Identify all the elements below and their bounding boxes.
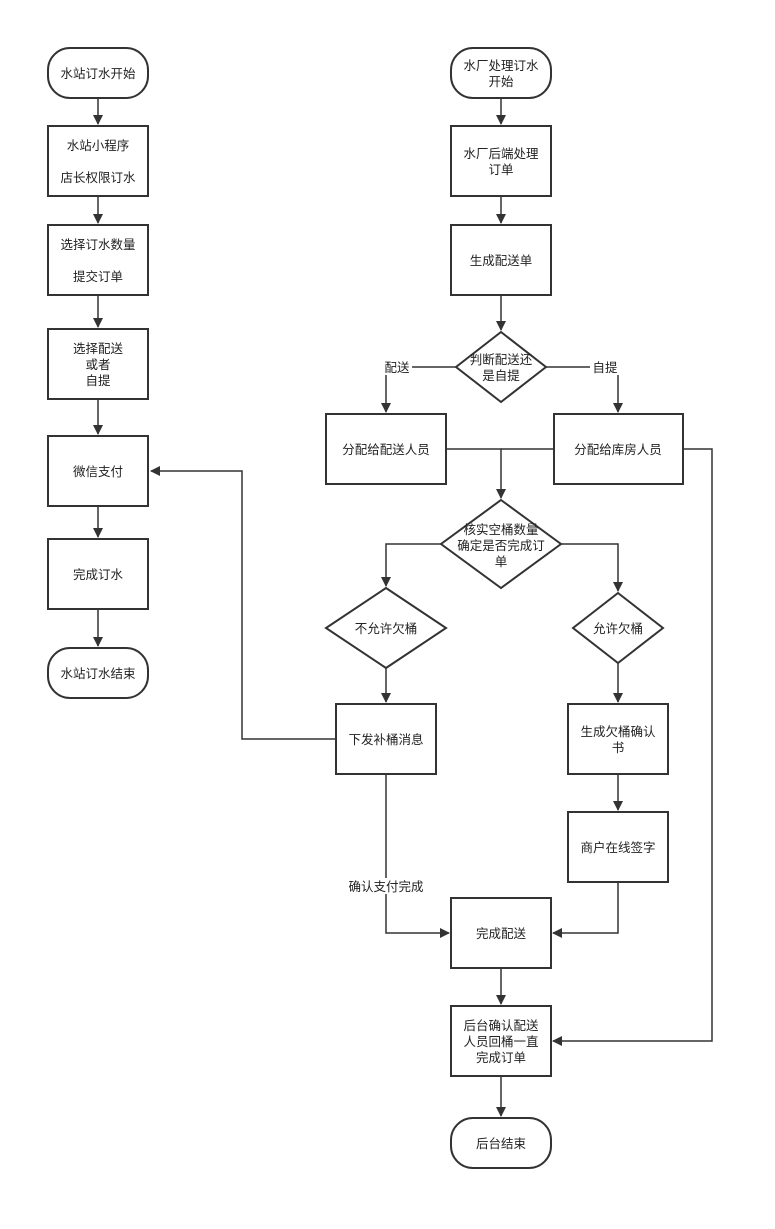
- node-f-owe-doc: 生成欠桶确认 书: [567, 703, 669, 775]
- edge-notify-to-pay: [150, 466, 336, 740]
- node-f-gen: 生成配送单: [450, 224, 552, 296]
- svg-text:提交订单: 提交订单: [73, 269, 123, 284]
- node-s-end: 水站订水结束: [47, 647, 149, 699]
- node-s-start: 水站订水开始: [47, 47, 149, 99]
- node-f-check: 核实空桶数量 确定是否完成订 单: [439, 498, 563, 590]
- svg-text:核实空桶数量: 核实空桶数量: [463, 522, 538, 537]
- node-f-no-owe: 不允许欠桶: [324, 586, 448, 670]
- svg-text:书: 书: [612, 740, 625, 755]
- svg-text:是自提: 是自提: [482, 368, 520, 383]
- svg-text:水站订水开始: 水站订水开始: [60, 66, 136, 81]
- node-s-app: 水站小程序 店长权限订水: [47, 125, 149, 197]
- svg-text:水厂后端处理: 水厂后端处理: [463, 146, 539, 161]
- node-f-end: 后台结束: [450, 1117, 552, 1169]
- svg-text:水站小程序: 水站小程序: [67, 138, 130, 153]
- node-f-assign-warehouse: 分配给库房人员: [553, 413, 684, 485]
- svg-text:选择配送: 选择配送: [73, 341, 124, 356]
- svg-text:自提: 自提: [85, 373, 111, 388]
- node-f-process: 水厂后端处理 订单: [450, 125, 552, 197]
- svg-text:完成订水: 完成订水: [73, 567, 124, 582]
- svg-text:或者: 或者: [85, 357, 110, 372]
- svg-text:后台确认配送: 后台确认配送: [463, 1018, 539, 1033]
- node-s-select: 选择订水数量 提交订单: [47, 224, 149, 296]
- svg-text:确定是否完成订: 确定是否完成订: [457, 538, 545, 553]
- svg-text:判断配送还: 判断配送还: [470, 352, 533, 367]
- svg-text:单: 单: [495, 554, 508, 569]
- svg-text:完成订单: 完成订单: [476, 1050, 526, 1065]
- edge-check-to-no-owe: [381, 543, 441, 587]
- svg-text:后台结束: 后台结束: [476, 1136, 527, 1151]
- edge-check-to-owe: [561, 543, 623, 592]
- svg-text:店长权限订水: 店长权限订水: [60, 170, 136, 185]
- node-f-sign: 商户在线签字: [567, 811, 669, 883]
- svg-text:开始: 开始: [488, 74, 514, 89]
- node-f-owe: 允许欠桶: [571, 591, 665, 665]
- svg-text:微信支付: 微信支付: [73, 464, 123, 479]
- edge-notify-to-deliv-done: [385, 774, 450, 938]
- svg-text:生成配送单: 生成配送单: [470, 253, 533, 268]
- node-f-deliv-done: 完成配送: [450, 897, 552, 969]
- svg-text:分配给库房人员: 分配给库房人员: [574, 442, 662, 457]
- svg-text:选择订水数量: 选择订水数量: [60, 237, 135, 252]
- svg-text:允许欠桶: 允许欠桶: [593, 621, 643, 636]
- svg-text:订单: 订单: [488, 162, 513, 177]
- svg-text:商户在线签字: 商户在线签字: [580, 840, 655, 855]
- svg-text:水厂处理订水: 水厂处理订水: [463, 58, 539, 73]
- svg-text:不允许欠桶: 不允许欠桶: [355, 621, 418, 636]
- node-f-start: 水厂处理订水 开始: [450, 47, 552, 99]
- node-s-delivery: 选择配送 或者 自提: [47, 328, 149, 400]
- edge-label-pay-done: 确认支付完成: [348, 879, 423, 894]
- edge-label-delivery: 配送: [384, 360, 410, 375]
- svg-text:水站订水结束: 水站订水结束: [60, 666, 136, 681]
- node-f-notify: 下发补桶消息: [335, 703, 437, 775]
- svg-text:生成欠桶确认: 生成欠桶确认: [580, 724, 656, 739]
- svg-text:分配给配送人员: 分配给配送人员: [342, 442, 430, 457]
- node-f-judge: 判断配送还 是自提: [454, 330, 548, 404]
- node-s-done: 完成订水: [47, 538, 149, 610]
- node-s-pay: 微信支付: [47, 435, 149, 507]
- edge-labels: 配送 自提 确认支付完成: [344, 359, 620, 894]
- node-f-assign-delivery: 分配给配送人员: [325, 413, 447, 485]
- svg-text:完成配送: 完成配送: [476, 926, 527, 941]
- edges: [93, 98, 713, 1117]
- edge-sign-to-deliv-done: [552, 882, 619, 938]
- svg-text:人员回桶一直: 人员回桶一直: [463, 1034, 538, 1049]
- node-f-confirm: 后台确认配送 人员回桶一直 完成订单: [450, 1005, 552, 1077]
- edge-assign-delivery-to-check: [446, 448, 506, 499]
- edge-assign-warehouse-to-confirm: [552, 448, 713, 1046]
- svg-text:下发补桶消息: 下发补桶消息: [348, 732, 423, 747]
- edge-label-self-pickup: 自提: [592, 360, 618, 375]
